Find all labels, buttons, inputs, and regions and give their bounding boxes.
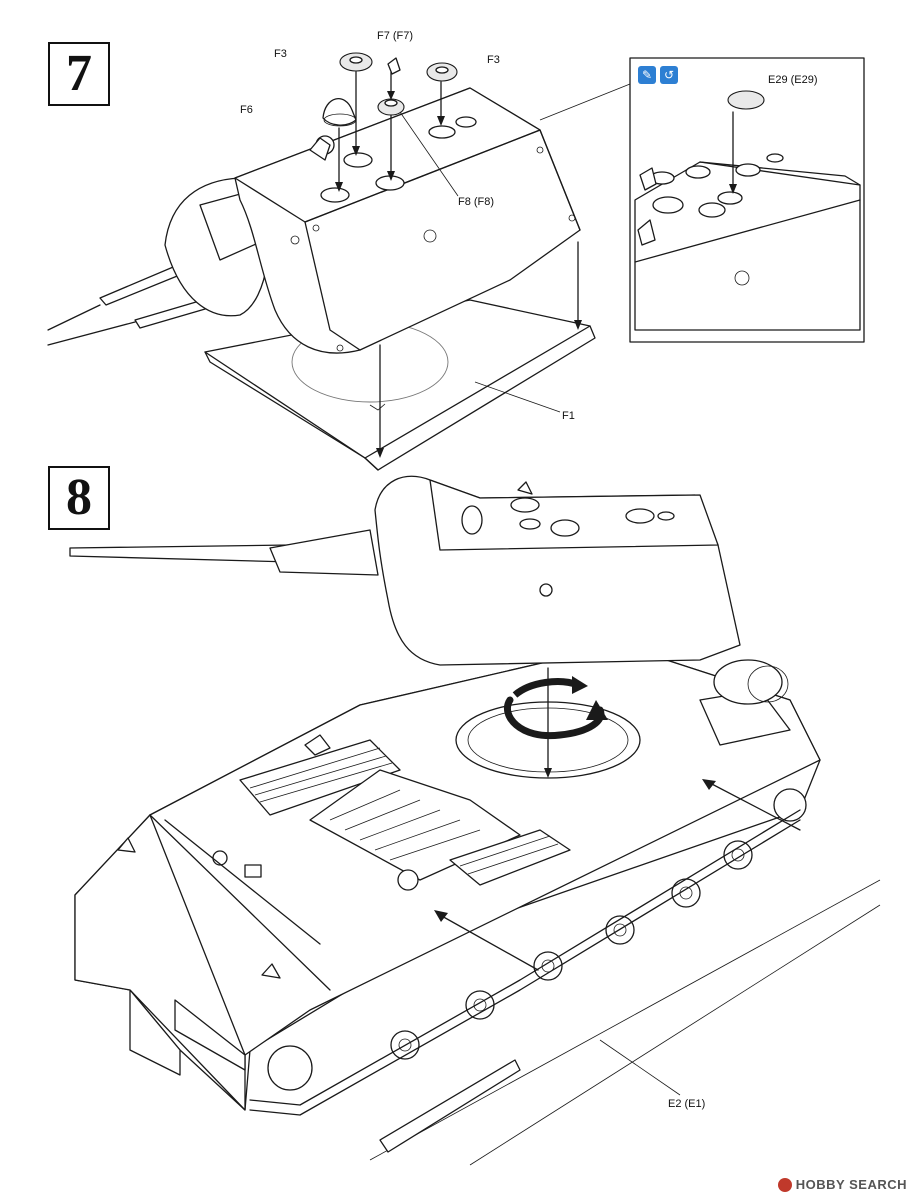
rotate-arrow-symbol xyxy=(504,667,608,778)
watermark: HOBBY SEARCH xyxy=(777,1177,907,1192)
parts-f7 xyxy=(387,57,401,75)
periscope-left xyxy=(309,137,331,161)
grille-slats xyxy=(249,747,559,875)
inset-detail-box xyxy=(539,57,865,343)
turret-body-step8 xyxy=(69,475,741,666)
label-e29: E29 (E29) xyxy=(768,74,818,86)
parts-f8 xyxy=(377,98,405,116)
parts-f3-right xyxy=(426,62,458,82)
paint-brush-icon: ✎ xyxy=(638,66,656,84)
parts-f3-left xyxy=(339,52,373,72)
label-e2: E2 (E1) xyxy=(668,1098,706,1110)
assembly-arrows-step8 xyxy=(434,779,801,1096)
label-f8: F8 (F8) xyxy=(458,196,495,208)
assembly-arrows-step7 xyxy=(335,71,582,458)
watermark-mark-icon xyxy=(777,1177,792,1192)
label-f6: F6 xyxy=(240,104,253,116)
hull-step8 xyxy=(74,644,881,1166)
label-f7: F7 (F7) xyxy=(377,30,414,42)
road-wheels xyxy=(267,788,807,1091)
parts-f6 xyxy=(322,98,357,127)
step-8-number: 8 xyxy=(48,466,110,530)
label-f3-right: F3 xyxy=(487,54,500,66)
label-f1: F1 xyxy=(562,410,575,422)
watermark-text: HOBBY SEARCH xyxy=(795,1177,907,1192)
label-f3-left: F3 xyxy=(274,48,287,60)
step-7-number: 7 xyxy=(48,42,110,106)
rotate-icon: ↺ xyxy=(660,66,678,84)
